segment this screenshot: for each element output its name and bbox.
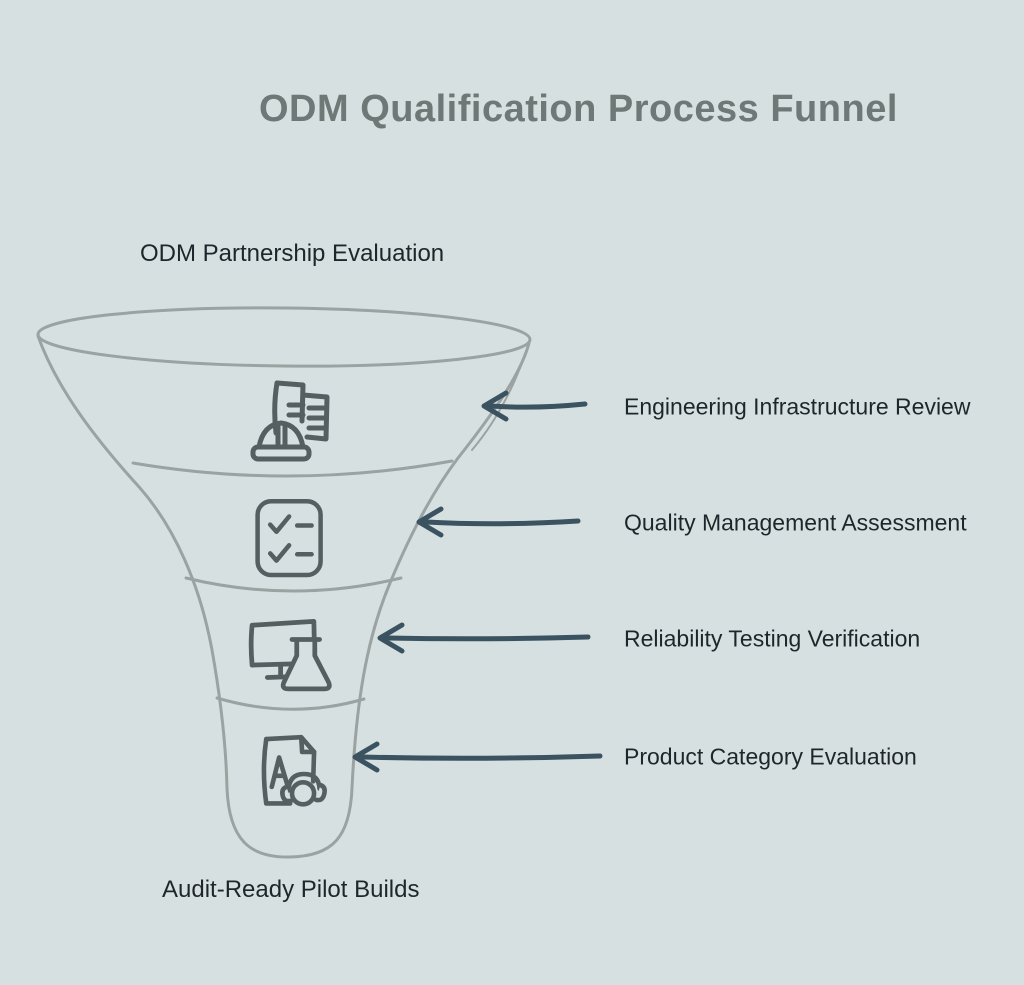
monitor-flask-icon <box>248 619 332 692</box>
stage-arrows <box>352 390 603 773</box>
document-search-icon <box>261 734 327 807</box>
page-title: ODM Qualification Process Funnel <box>259 88 898 130</box>
stage-label-engineering-infrastructure: Engineering Infrastructure Review <box>624 393 971 420</box>
funnel-divider-3 <box>215 696 366 711</box>
funnel-body-path <box>36 334 531 859</box>
letter-a <box>269 755 290 790</box>
stage-label-reliability-testing: Reliability Testing Verification <box>624 625 921 652</box>
flask <box>280 638 332 692</box>
checklist-icon <box>255 498 323 578</box>
checklist-card <box>255 498 323 578</box>
building-left <box>274 380 306 424</box>
document <box>263 734 317 784</box>
hardhat-brim <box>250 444 312 462</box>
magnifier-arc <box>286 771 322 793</box>
buildings-hardhat-icon <box>250 380 330 462</box>
funnel-top-label: ODM Partnership Evaluation <box>140 240 445 267</box>
funnel-outline <box>36 306 532 859</box>
hardhat-dome <box>256 420 306 450</box>
checkmark-1 <box>267 514 292 535</box>
stage-label-quality-management: Quality Management Assessment <box>624 509 967 536</box>
arrow-product-category <box>352 741 603 773</box>
stage-label-product-category: Product Category Evaluation <box>624 743 917 770</box>
magnifier-lens <box>289 779 317 807</box>
funnel-divider-2 <box>184 576 403 593</box>
funnel-divider-1 <box>131 459 454 478</box>
arrow-engineering-infrastructure <box>481 390 588 422</box>
funnel-mouth-ellipse <box>36 306 532 368</box>
funnel-bottom-label: Audit-Ready Pilot Builds <box>162 876 420 903</box>
document-fold <box>298 734 317 755</box>
arrow-quality-management <box>416 506 581 538</box>
arrow-reliability-testing <box>377 622 591 654</box>
checkmark-2 <box>267 543 292 563</box>
